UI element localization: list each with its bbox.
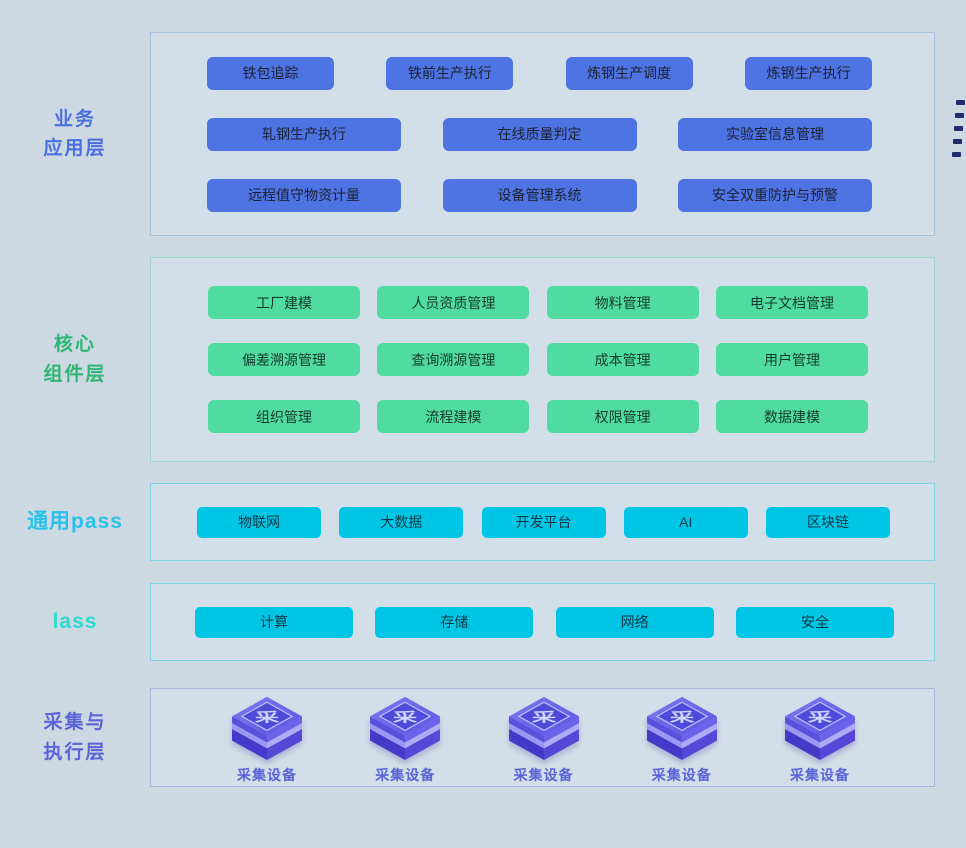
button-row: 轧钢生产执行 在线质量判定 实验室信息管理	[151, 117, 934, 151]
architecture-diagram: 业务应用层 铁包追踪 铁前生产执行 炼钢生产调度 炼钢生产执行轧钢生产执行 在线质量判定…	[0, 32, 966, 848]
button-row: 铁包追踪 铁前生产执行 炼钢生产调度 炼钢生产执行	[151, 56, 934, 90]
layer-panel-iaas: 计算存储网络安全	[150, 583, 935, 661]
layer-title-line: 执行层	[43, 741, 107, 763]
collector-cube-icon: 采	[785, 696, 855, 760]
device-row: 采 采集设备 采 采集设备	[151, 691, 934, 785]
module-button[interactable]: 电子文档管理	[715, 286, 868, 319]
module-button[interactable]: 工厂建模	[208, 286, 360, 319]
layer-title-line: 应用层	[43, 138, 107, 159]
module-button[interactable]: 区块链	[766, 506, 890, 538]
button-rows: 物联网大数据开发平台 AI 区块链	[151, 506, 934, 538]
device-label: 采集设备	[375, 766, 436, 783]
module-button[interactable]: 用户管理	[715, 343, 868, 376]
layer-label-business: 业务应用层	[0, 32, 150, 236]
cube-glyph: 采	[531, 710, 556, 724]
module-button[interactable]: AI	[623, 506, 748, 538]
module-button[interactable]: 远程值守物资计量	[207, 178, 401, 212]
collector-device: 采 采集设备	[488, 693, 600, 785]
layer-title-line: 组件层	[43, 363, 107, 385]
layer-title-line: lass	[52, 609, 98, 633]
button-row: 远程值守物资计量 设备管理系统 安全双重防护与预警	[151, 178, 934, 212]
module-button[interactable]: 流程建模	[377, 400, 530, 433]
module-button[interactable]: 开发平台	[481, 506, 606, 538]
module-button[interactable]: 实验室信息管理	[678, 117, 872, 151]
layer-label-core: 核心组件层	[0, 257, 150, 462]
module-button[interactable]: 安全双重防护与预警	[678, 178, 872, 212]
layer-title-line: 核心	[53, 334, 96, 356]
collector-cube-icon: 采	[646, 696, 717, 760]
module-button[interactable]: 轧钢生产执行	[207, 117, 401, 151]
module-button[interactable]: 大数据	[339, 506, 464, 538]
button-row: 工厂建模人员资质管理物料管理电子文档管理	[151, 286, 934, 319]
module-button[interactable]: 铁包追踪	[207, 56, 334, 90]
edge-dash	[955, 113, 964, 118]
layer-label-collect: 采集与执行层	[0, 688, 150, 787]
module-button[interactable]: 计算	[195, 606, 353, 638]
module-button[interactable]: 设备管理系统	[442, 178, 637, 212]
device-label: 采集设备	[651, 766, 712, 783]
edge-dash	[953, 139, 962, 144]
module-button[interactable]: 物联网	[197, 506, 321, 538]
module-button[interactable]: 在线质量判定	[442, 117, 637, 151]
layer-general-paas: 通用pass 物联网大数据开发平台 AI 区块链	[0, 483, 966, 561]
module-button[interactable]: 物料管理	[546, 286, 699, 319]
module-button[interactable]: 炼钢生产调度	[565, 56, 693, 90]
layer-label-iaas: lass	[0, 583, 150, 661]
layer-title-line: 采集与	[43, 712, 107, 734]
module-button[interactable]: 权限管理	[546, 400, 699, 433]
module-button[interactable]: 铁前生产执行	[386, 56, 514, 90]
collector-cube-icon: 采	[232, 696, 302, 760]
button-row: 计算存储网络安全	[151, 606, 934, 638]
module-button[interactable]: 网络	[555, 606, 714, 638]
layer-panel-collect: 采 采集设备 采 采集设备	[150, 688, 935, 787]
device-label: 采集设备	[237, 766, 297, 783]
module-button[interactable]: 偏差溯源管理	[208, 343, 360, 376]
module-button[interactable]: 安全	[735, 606, 894, 638]
module-button[interactable]: 成本管理	[546, 343, 699, 376]
module-button[interactable]: 查询溯源管理	[377, 343, 530, 376]
button-rows: 工厂建模人员资质管理物料管理电子文档管理偏差溯源管理查询溯源管理成本管理用户管理…	[151, 286, 934, 433]
module-button[interactable]: 人员资质管理	[377, 286, 530, 319]
cube-glyph: 采	[393, 710, 418, 724]
layer-title-line: 通用pass	[27, 509, 123, 533]
button-rows: 计算存储网络安全	[151, 606, 934, 638]
edge-dash	[956, 100, 965, 105]
collector-device: 采 采集设备	[764, 693, 876, 785]
module-button[interactable]: 数据建模	[715, 400, 868, 433]
cube-glyph: 采	[670, 710, 695, 724]
layer-iaas: lass 计算存储网络安全	[0, 583, 966, 661]
collector-device: 采 采集设备	[349, 693, 461, 785]
layer-title-line: 业务	[53, 108, 96, 130]
layer-panel-core: 工厂建模人员资质管理物料管理电子文档管理偏差溯源管理查询溯源管理成本管理用户管理…	[150, 257, 935, 462]
edge-dash	[952, 152, 961, 157]
layer-panel-paas: 物联网大数据开发平台 AI 区块链	[150, 483, 935, 561]
button-row: 组织管理流程建模权限管理数据建模	[151, 400, 934, 433]
edge-dash	[954, 126, 963, 131]
device-label: 采集设备	[513, 766, 574, 783]
layer-label-paas: 通用pass	[0, 483, 150, 561]
layer-panel-business: 铁包追踪 铁前生产执行 炼钢生产调度 炼钢生产执行轧钢生产执行 在线质量判定 实验室信息管…	[150, 32, 935, 236]
collector-device: 采 采集设备	[626, 693, 738, 785]
layer-core-components: 核心组件层 工厂建模人员资质管理物料管理电子文档管理偏差溯源管理查询溯源管理成本…	[0, 257, 966, 462]
collector-cube-icon: 采	[370, 696, 441, 760]
collector-device: 采 采集设备	[211, 693, 323, 785]
module-button[interactable]: 存储	[375, 606, 534, 638]
cube-glyph: 采	[808, 710, 833, 724]
button-rows: 铁包追踪 铁前生产执行 炼钢生产调度 炼钢生产执行轧钢生产执行 在线质量判定 实验室信息管…	[151, 56, 934, 212]
layer-business-apps: 业务应用层 铁包追踪 铁前生产执行 炼钢生产调度 炼钢生产执行轧钢生产执行 在线质量判定…	[0, 32, 966, 236]
collector-cube-icon: 采	[508, 696, 579, 760]
button-row: 偏差溯源管理查询溯源管理成本管理用户管理	[151, 343, 934, 376]
edge-decoration-dashes	[952, 100, 966, 157]
module-button[interactable]: 炼钢生产执行	[744, 56, 872, 90]
button-row: 物联网大数据开发平台 AI 区块链	[151, 506, 934, 538]
module-button[interactable]: 组织管理	[208, 400, 360, 433]
layer-collect-execute: 采集与执行层 采 采集设备	[0, 688, 966, 787]
cube-glyph: 采	[255, 710, 280, 724]
device-label: 采集设备	[790, 766, 850, 783]
